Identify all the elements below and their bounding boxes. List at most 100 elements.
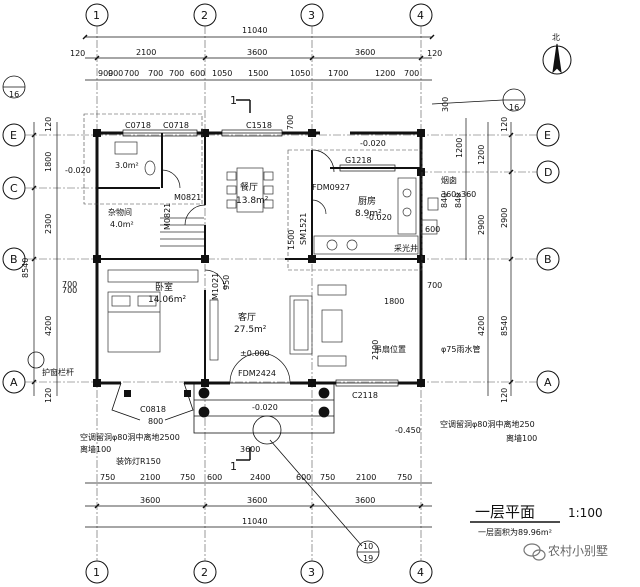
grid-col-3-bottom: 3 <box>308 566 315 579</box>
dim-right-outer-0: 300 <box>441 97 450 112</box>
dim-right-seg-3: 2900 <box>477 215 486 235</box>
dim-top-detail-4: 600 <box>190 69 205 78</box>
north-label: 北 <box>552 33 560 42</box>
dim-left-seg-3: 700 <box>62 280 77 289</box>
grid-row-a-right: A <box>544 376 552 389</box>
label-ac-right: 空调留洞φ80洞中离地250 <box>440 419 535 429</box>
grid-col-4-top: 4 <box>417 9 424 22</box>
dim-top-detail-5: 1050 <box>212 69 232 78</box>
room-kitchen-name: 厨房 <box>358 195 376 207</box>
section-mark-top: 1 <box>230 94 237 107</box>
detail-top-number: 16 <box>509 103 519 112</box>
label-ac-left-b: 离墙100 <box>80 444 111 454</box>
detail-bottom-a: 10 <box>363 542 373 551</box>
grid-col-4-bottom: 4 <box>417 566 424 579</box>
drawing-scale: 1:100 <box>568 506 603 520</box>
label-m0821b: M0821 <box>163 203 172 230</box>
grid-col-2-bottom: 2 <box>201 566 208 579</box>
dim-left-seg-5: 120 <box>44 388 53 403</box>
dim-right-total: 8540 <box>500 316 509 336</box>
dim-inner-1800: 1800 <box>384 297 404 306</box>
elev-left: -0.020 <box>65 166 91 175</box>
grid-row-e-left: E <box>10 129 17 142</box>
label-ac-right-b: 离墙100 <box>506 433 537 443</box>
dim-bottom-main-2: 3600 <box>355 496 375 505</box>
dim-top-main-4: 120 <box>427 49 442 58</box>
dim-top-detail-1: 700 <box>124 69 139 78</box>
dim-top-detail-3: 700 <box>169 69 184 78</box>
dim-top-total: 11040 <box>242 26 267 35</box>
dim-right-seg-0: 120 <box>500 117 509 132</box>
dim-bottom-detail-2: 750 <box>180 473 195 482</box>
dim-inner-2100: 2100 <box>371 340 380 360</box>
label-c1518: C1518 <box>246 121 272 130</box>
dim-bottom-detail-4: 2400 <box>250 473 270 482</box>
label-rail: 护窗栏杆 <box>42 367 74 377</box>
dim-inner-900: 900 <box>108 69 123 78</box>
dim-inner-840: 840 <box>440 193 449 208</box>
room-bedroom-area: 14.06m² <box>148 295 187 305</box>
label-pipe: φ75雨水管 <box>441 344 480 354</box>
detail-markers <box>2 75 526 564</box>
dim-right-outer-1: 1200 <box>455 138 464 158</box>
room-dining-name: 餐厅 <box>240 181 258 193</box>
room-storage-area: 4.0m² <box>110 220 134 229</box>
label-lamp: 装饰灯R150 <box>116 456 161 466</box>
elev-zero: ±0.000 <box>240 349 270 358</box>
section-mark-bottom: 1 <box>230 460 237 473</box>
label-well: 采光井 <box>394 243 418 253</box>
room-living-area: 27.5m² <box>234 325 267 335</box>
dim-inner-1500: 1500 <box>287 230 296 250</box>
dim-right-outer-3: 2900 <box>500 208 509 228</box>
elev-neg450: -0.450 <box>395 426 421 435</box>
grid-col-2-top: 2 <box>201 9 208 22</box>
grid-col-1-top: 1 <box>93 9 100 22</box>
dim-bottom-detail-6: 750 <box>320 473 335 482</box>
dim-bottom-detail-7: 2100 <box>356 473 376 482</box>
dim-inner-700c: 700 <box>427 281 442 290</box>
dim-top-main-2: 3600 <box>247 48 267 57</box>
dim-inner-700b: 700 <box>62 286 77 295</box>
dim-top-main-0: 120 <box>70 49 85 58</box>
elev-porch: -0.020 <box>252 403 278 412</box>
area-note: 一层面积为89.96m² <box>478 527 552 537</box>
grid-col-1-bottom: 1 <box>93 566 100 579</box>
label-fan: 吊扇位置 <box>374 344 406 354</box>
dim-left-seg-4: 4200 <box>44 316 53 336</box>
dim-bottom-detail-8: 750 <box>397 473 412 482</box>
dimension-ticks <box>31 34 514 509</box>
room-kitchen-area: 8.9m² <box>355 209 382 219</box>
porch <box>111 382 335 445</box>
overhang-outline <box>83 113 423 271</box>
detail-left-number: 16 <box>9 90 19 99</box>
dim-left-seg-2: 2300 <box>44 214 53 234</box>
dim-inner-600: 600 <box>425 225 440 234</box>
watermark-text: 农村小别墅 <box>548 544 608 558</box>
dim-right-seg-4: 4200 <box>477 316 486 336</box>
dim-top-main-3: 3600 <box>355 48 375 57</box>
grid-row-d-right: D <box>544 166 552 179</box>
label-ac-left: 空调留洞φ80洞中离地2500 <box>80 432 180 442</box>
label-c0818: C0818 <box>140 405 166 414</box>
dim-bottom-detail-1: 2100 <box>140 473 160 482</box>
furniture <box>107 141 439 367</box>
dim-bottom-total: 11040 <box>242 517 267 526</box>
grid-row-b-right: B <box>544 253 552 266</box>
grid-row-e-right: E <box>544 129 551 142</box>
label-c0718-b: C0718 <box>163 121 189 130</box>
label-g1218: G1218 <box>345 156 372 165</box>
dim-bottom-main-1: 3600 <box>247 496 267 505</box>
grid-row-a-left: A <box>10 376 18 389</box>
dim-bottom-main-0: 3600 <box>140 496 160 505</box>
room-wc-area: 3.0m² <box>115 161 139 170</box>
grid-row-c-left: C <box>10 182 18 195</box>
dim-bottom-detail-3: 600 <box>207 473 222 482</box>
dim-inner-800: 800 <box>148 417 163 426</box>
label-c0718-a: C0718 <box>125 121 151 130</box>
dim-top-detail-0: 900 <box>98 69 113 78</box>
label-fdm0927: FDM0927 <box>312 183 350 192</box>
label-chimney-size: 360x360 <box>441 190 476 199</box>
dim-inner-700a: 700 <box>286 115 295 130</box>
section-markers <box>236 99 251 461</box>
